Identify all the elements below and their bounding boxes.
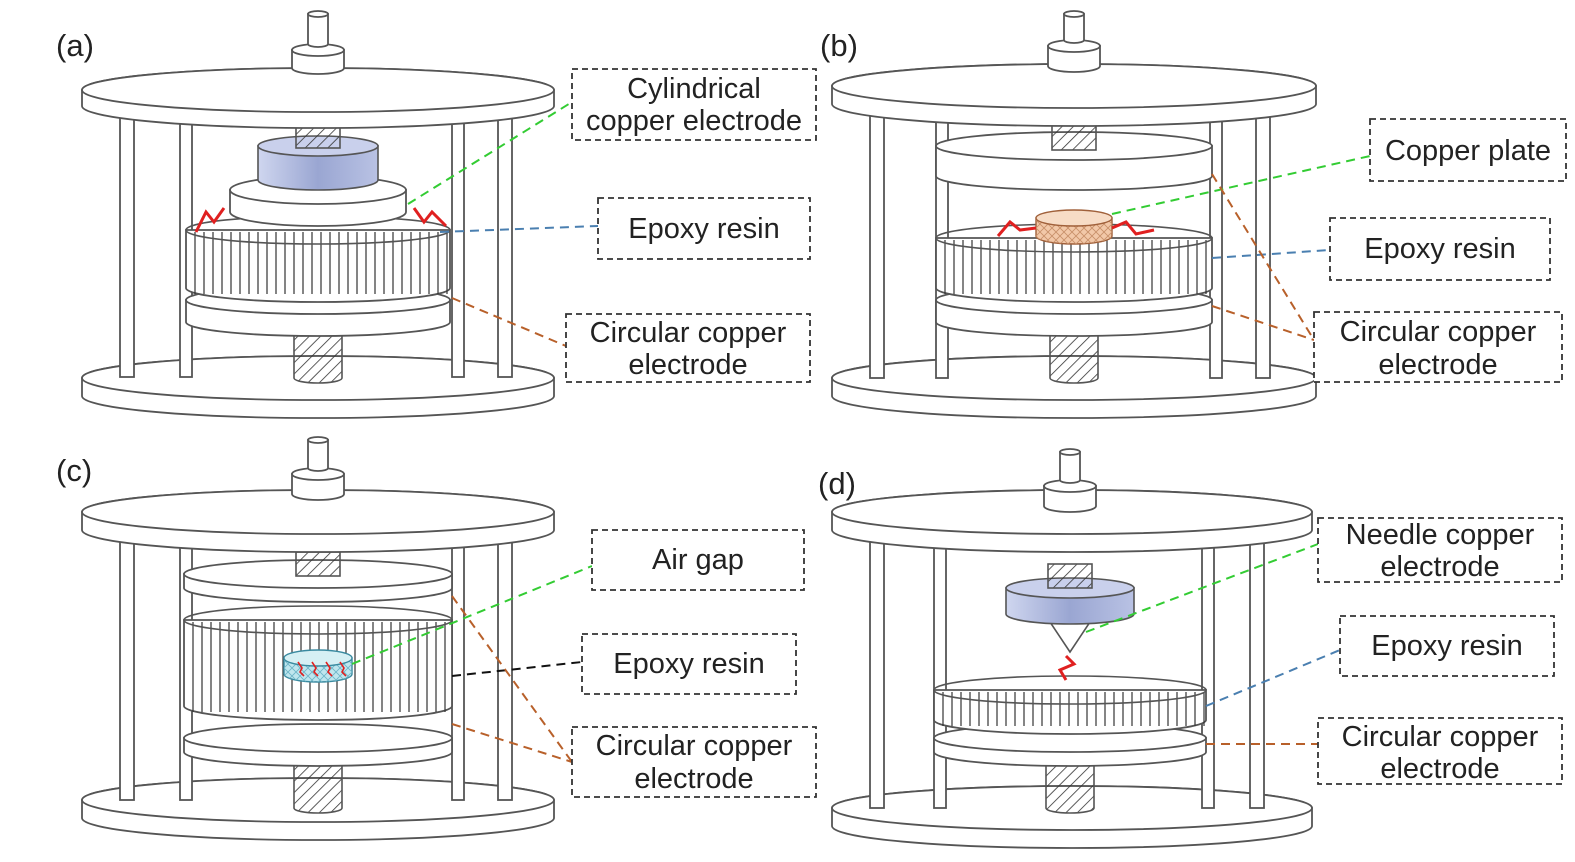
panel-d-apparatus [831,448,1313,849]
leader-line [1205,649,1341,707]
svg-text:Circular copper: Circular copper [596,730,793,762]
lower-rod [1049,332,1099,384]
leader-line [1211,249,1331,259]
label-epoxy-resin: Epoxy resin [1339,615,1555,677]
panel-a-apparatus [81,10,555,419]
leader-line [1211,305,1315,341]
upper-rod [295,125,341,149]
leader-line [451,595,573,763]
svg-text:Epoxy resin: Epoxy resin [1364,233,1516,265]
svg-text:Epoxy resin: Epoxy resin [628,213,780,245]
discharge-spark [1111,220,1155,236]
panel-c-apparatus [81,436,555,841]
svg-text:Circular copper: Circular copper [1340,316,1537,348]
discharge-spark [412,207,448,228]
label-circular-copper-electrode: Circular copper electrode [565,313,811,383]
needle-tip [1049,621,1091,654]
support-post [451,119,465,378]
knob-stem [307,13,329,48]
lower-rod [293,332,343,384]
svg-text:copper electrode: copper electrode [586,105,802,137]
support-post [119,114,135,378]
panel-b: (b) [820,10,1567,419]
panel-d: (d) [818,448,1563,849]
leader-line [407,101,573,205]
label-needle-copper-electrode: Needle copper electrode [1317,517,1563,583]
lower-rod [1045,763,1095,814]
discharge-spark [194,207,226,233]
discharge-spark [297,661,347,677]
svg-text:Needle copper: Needle copper [1346,519,1535,551]
cylindrical-copper-electrode [257,145,379,191]
leader-line [1211,173,1315,341]
upper-rod [1051,123,1097,151]
panel-b-apparatus [831,10,1317,419]
label-copper-plate: Copper plate [1369,118,1567,182]
lower-rod [293,763,343,814]
panel-c-tag: (c) [56,453,92,488]
label-circular-copper-electrode: Circular copper electrode [1317,717,1563,785]
svg-text:Cylindrical: Cylindrical [627,73,761,105]
label-epoxy-resin: Epoxy resin [597,197,811,260]
svg-text:Air gap: Air gap [652,544,744,576]
svg-text:electrode: electrode [1380,753,1499,785]
svg-text:electrode: electrode [628,349,747,381]
leader-line [1085,543,1319,633]
epoxy-resin-block [935,223,1213,303]
svg-text:electrode: electrode [1380,551,1499,583]
leader-line [451,723,573,763]
svg-text:Epoxy resin: Epoxy resin [1371,630,1523,662]
epoxy-resin-block [933,675,1207,735]
label-epoxy-resin: Epoxy resin [1329,217,1551,281]
epoxy-resin-block [185,215,451,303]
discharge-spark [996,219,1037,237]
panel-a-tag: (a) [56,28,94,63]
label-air-gap: Air gap [591,529,805,591]
upper-rod [295,551,341,577]
leader-line [351,565,593,665]
discharge-spark [1057,654,1077,681]
panel-a: (a) [56,10,817,419]
svg-text:Copper plate: Copper plate [1385,135,1551,167]
label-epoxy-resin: Epoxy resin [581,633,797,695]
svg-text:Circular copper: Circular copper [590,317,787,349]
svg-text:electrode: electrode [634,763,753,795]
panel-d-tag: (d) [818,466,856,501]
support-post [497,114,513,378]
leader-line [451,661,583,677]
upper-rod [1047,563,1093,589]
panel-b-tag: (b) [820,28,858,63]
label-cylindrical-copper-electrode: Cylindrical copper electrode [571,68,817,141]
leader-line [451,297,567,347]
panel-c: (c) [56,436,817,841]
svg-text:electrode: electrode [1378,349,1497,381]
svg-text:Circular copper: Circular copper [1342,721,1539,753]
label-circular-copper-electrode: Circular copper electrode [1313,311,1563,383]
svg-text:Epoxy resin: Epoxy resin [613,648,765,680]
leader-line [439,225,599,233]
label-circular-copper-electrode: Circular copper electrode [571,726,817,798]
